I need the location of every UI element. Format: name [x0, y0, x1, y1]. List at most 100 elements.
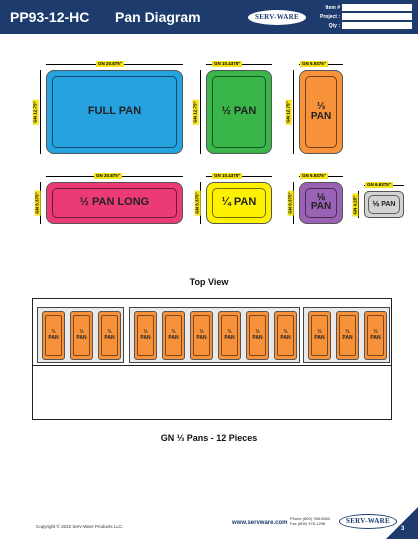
ninth-pan: ⅑ PAN [364, 191, 404, 218]
pan-rim [101, 315, 118, 356]
pan-label: PAN [310, 111, 332, 122]
third-pan: ⅓ PAN [299, 70, 343, 154]
width-dimension-tag: GN 20.875" [96, 61, 124, 67]
brand-logo: SERV-WARE [248, 10, 306, 25]
width-dimension-tag: GN 6.9375" [300, 173, 328, 179]
dimension-arrow [200, 70, 201, 154]
pan-rim [45, 315, 62, 356]
page-title: Pan Diagram [115, 9, 201, 25]
page-corner [386, 507, 418, 539]
meta-qty-label: Qty : [328, 23, 340, 29]
pan-label: ½ PAN LONG [79, 196, 150, 209]
half-long-pan: ½ PAN LONG [46, 182, 183, 224]
pan-fraction: ⅓ [171, 329, 176, 335]
pan-fraction: ⅓ [199, 329, 204, 335]
meta-item-field[interactable] [342, 4, 412, 11]
pan-rim [193, 315, 210, 356]
meta-item-row: Item # [300, 4, 412, 12]
pan-rim [311, 315, 328, 356]
pan-fraction: ⅓ [79, 329, 84, 335]
pan-word: PAN [168, 335, 179, 341]
pan-rim [249, 315, 266, 356]
pan-label: FULL PAN [87, 105, 142, 118]
width-dimension-tag: GN 10.4375" [212, 173, 243, 179]
meta-qty-field[interactable] [342, 22, 412, 29]
pan-rim [339, 315, 356, 356]
pan-rim [212, 188, 266, 218]
pan-rim [221, 315, 238, 356]
pan-label: PAN [310, 201, 332, 213]
depth-dimension-tag: GN 6.375" [287, 190, 294, 216]
pan-rim [277, 315, 294, 356]
width-dimension-tag: GN 6.9375" [365, 182, 393, 188]
depth-dimension-tag: GN 12.75" [32, 99, 39, 125]
quarter-pan: ¼ PAN [206, 182, 272, 224]
meta-project-field[interactable] [342, 13, 412, 20]
pan-rim [52, 76, 177, 148]
pan-fraction: ⅙ [316, 192, 326, 203]
pan-fraction: ⅓ [345, 329, 350, 335]
meta-project-label: Project : [319, 14, 340, 20]
half-pan: ½ PAN [206, 70, 272, 154]
pan-word: PAN [370, 335, 381, 341]
header-bar: PP93-12-HC Pan Diagram SERV-WARE Item # … [0, 0, 418, 34]
top-view-divider [33, 365, 391, 366]
pan-fraction: ⅓ [373, 329, 378, 335]
meta-item-label: Item # [325, 5, 340, 11]
pan-word: PAN [196, 335, 207, 341]
footer-logo: SERV-WARE [339, 514, 397, 529]
pan-word: PAN [76, 335, 87, 341]
top-view-caption: GN ⅓ Pans - 12 Pieces [160, 433, 258, 443]
meta-project-row: Project : [300, 13, 412, 21]
pan-word: PAN [48, 335, 59, 341]
pan-rim [212, 76, 266, 148]
website-link[interactable]: www.servware.com [232, 520, 288, 526]
pan-fraction: ⅓ [255, 329, 260, 335]
meta-qty-row: Qty : [300, 22, 412, 30]
dimension-arrow [358, 191, 359, 218]
pan-rim [165, 315, 182, 356]
width-dimension-tag: GN 20.875" [94, 173, 122, 179]
dimension-arrow [293, 70, 294, 154]
pan-word: PAN [280, 335, 291, 341]
top-view-title: Top View [189, 277, 229, 287]
pan-rim [52, 188, 177, 218]
depth-dimension-tag: GN 4.25" [352, 193, 359, 217]
pan-rim [137, 315, 154, 356]
pan-rim [305, 188, 337, 218]
pan-rim [367, 315, 384, 356]
width-dimension-tag: GN 10.4375" [212, 61, 243, 67]
copyright-text: Copyright © 2022 Serv-Ware Products LLC. [36, 524, 124, 529]
depth-dimension-tag: GN 6.375" [34, 190, 41, 216]
depth-dimension-tag: GN 12.75" [285, 99, 292, 125]
pan-label: ¼ PAN [221, 196, 257, 209]
pan-fraction: ⅓ [227, 329, 232, 335]
pan-word: PAN [342, 335, 353, 341]
sixth-pan: ⅙ PAN [299, 182, 343, 224]
